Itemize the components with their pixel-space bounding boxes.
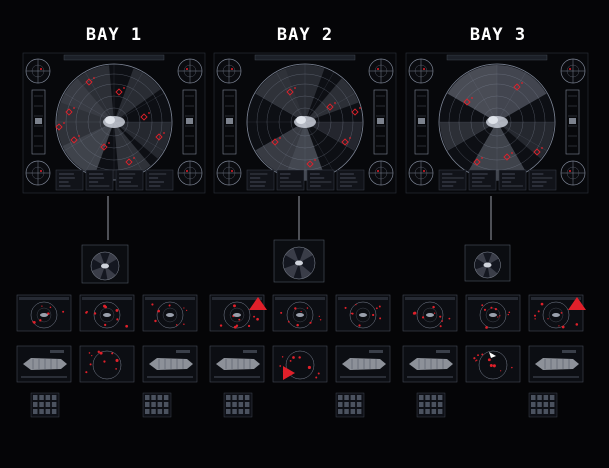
bay-2-crosshair-dial-icon[interactable] bbox=[368, 160, 394, 186]
bay-2-status-panel-3[interactable] bbox=[335, 345, 391, 383]
bay-1-dashboard bbox=[22, 52, 206, 240]
bay-1-diamond-marker-icon[interactable] bbox=[155, 132, 165, 141]
bay-1-diamond-marker-icon[interactable] bbox=[115, 87, 125, 96]
bay-2-dashboard bbox=[213, 52, 397, 240]
bay-1-sensor-panel-2[interactable] bbox=[79, 294, 135, 332]
bay-1-crosshair-dial-icon[interactable] bbox=[177, 58, 203, 84]
bay-1-radar-scope-icon[interactable] bbox=[55, 63, 173, 181]
bay-3-info-panels bbox=[438, 169, 557, 191]
bay-3-title: BAY 3 bbox=[469, 25, 527, 45]
bay-3-crosshair-dial-icon[interactable] bbox=[408, 160, 434, 186]
bay-1-crosshair-dial-icon[interactable] bbox=[25, 58, 51, 84]
bay-1-title: BAY 1 bbox=[85, 25, 143, 45]
bay-2-keypad-left[interactable] bbox=[223, 392, 253, 418]
bay-1-sensor-panel-1[interactable] bbox=[16, 294, 72, 332]
bay-2-diamond-marker-icon[interactable] bbox=[286, 87, 296, 96]
bay-2-radar-scope-icon[interactable] bbox=[246, 63, 364, 181]
bay-1-keypad-left[interactable] bbox=[30, 392, 60, 418]
bay-2-info-panels bbox=[246, 169, 365, 191]
bay-2-title: BAY 2 bbox=[276, 25, 334, 45]
bay-3-diamond-marker-icon[interactable] bbox=[513, 82, 523, 91]
bay-2-diamond-marker-icon[interactable] bbox=[306, 159, 316, 168]
bay-3-dashboard bbox=[405, 52, 589, 240]
bay-2-diamond-marker-icon[interactable] bbox=[326, 102, 336, 111]
bay-2-sensor-panel-1[interactable] bbox=[209, 294, 267, 332]
bay-3-diamond-marker-icon[interactable] bbox=[463, 97, 473, 106]
bay-2-crosshair-dial-icon[interactable] bbox=[216, 160, 242, 186]
bay-3-sensor-panel-3[interactable] bbox=[528, 294, 586, 332]
bay-1-right-gauge bbox=[182, 89, 197, 155]
bay-2-status-panel-2[interactable] bbox=[272, 345, 328, 383]
bay-1-diamond-marker-icon[interactable] bbox=[70, 135, 80, 144]
bay-2-diamond-marker-icon[interactable] bbox=[271, 137, 281, 146]
bay-3-crosshair-dial-icon[interactable] bbox=[408, 58, 434, 84]
bay-3-keypad-right[interactable] bbox=[528, 392, 558, 418]
bay-3-status-panel-2[interactable] bbox=[465, 345, 521, 383]
bay-2-diamond-marker-icon[interactable] bbox=[351, 107, 361, 116]
bay-3-sensor-panel-2[interactable] bbox=[465, 294, 521, 332]
bay-3-left-gauge bbox=[414, 89, 429, 155]
bay-2-thumbnail[interactable] bbox=[273, 239, 325, 283]
bay-1-left-gauge bbox=[31, 89, 46, 155]
bay-3-status-panel-3[interactable] bbox=[528, 345, 584, 383]
bay-1-sensor-panel-3[interactable] bbox=[142, 294, 198, 332]
bay-2-crosshair-dial-icon[interactable] bbox=[216, 58, 242, 84]
bay-1-diamond-marker-icon[interactable] bbox=[125, 157, 135, 166]
bay-1-thumbnail[interactable] bbox=[81, 244, 129, 284]
bay-2-sensor-panel-1-alert-triangle-icon[interactable] bbox=[249, 297, 267, 310]
bay-1-crosshair-dial-icon[interactable] bbox=[25, 160, 51, 186]
bay-2-status-panel-2-alert-triangle-icon[interactable] bbox=[283, 366, 295, 380]
bay-2-header-strip bbox=[254, 54, 356, 61]
bay-3-thumbnail[interactable] bbox=[464, 244, 511, 282]
bay-2-crosshair-dial-icon[interactable] bbox=[368, 58, 394, 84]
bay-1-status-panel-1[interactable] bbox=[16, 345, 72, 383]
bay-1-diamond-marker-icon[interactable] bbox=[85, 77, 95, 86]
bay-2-left-gauge bbox=[222, 89, 237, 155]
bay-3-crosshair-dial-icon[interactable] bbox=[560, 58, 586, 84]
bay-1-info-panels bbox=[55, 169, 174, 191]
bay-3-diamond-marker-icon[interactable] bbox=[473, 157, 483, 166]
bay-2-status-panel-1[interactable] bbox=[209, 345, 265, 383]
bay-3-right-gauge bbox=[565, 89, 580, 155]
bay-1-diamond-marker-icon[interactable] bbox=[100, 142, 110, 151]
bay-3-pointer-cursor-icon[interactable] bbox=[489, 352, 496, 358]
bay-1-keypad-right[interactable] bbox=[142, 392, 172, 418]
bay-2-diamond-marker-icon[interactable] bbox=[341, 137, 351, 146]
bay-2-keypad-right[interactable] bbox=[335, 392, 365, 418]
bay-1-status-panel-2[interactable] bbox=[79, 345, 135, 383]
bay-3-header-strip bbox=[446, 54, 548, 61]
bay-1-diamond-marker-icon[interactable] bbox=[55, 122, 65, 131]
bay-2-right-gauge bbox=[373, 89, 388, 155]
bay-3-sensor-panel-3-alert-triangle-icon[interactable] bbox=[568, 297, 586, 310]
bay-1-status-panel-3[interactable] bbox=[142, 345, 198, 383]
bay-2-sensor-panel-2[interactable] bbox=[272, 294, 328, 332]
bay-1-header-strip bbox=[63, 54, 165, 61]
bay-2-sensor-panel-3[interactable] bbox=[335, 294, 391, 332]
bay-1-crosshair-dial-icon[interactable] bbox=[177, 160, 203, 186]
bay-1-diamond-marker-icon[interactable] bbox=[65, 107, 75, 116]
bay-3-diamond-marker-icon[interactable] bbox=[503, 152, 513, 161]
bay-3-keypad-left[interactable] bbox=[416, 392, 446, 418]
bay-3-status-panel-1[interactable] bbox=[402, 345, 458, 383]
bay-3-diamond-marker-icon[interactable] bbox=[533, 147, 543, 156]
bay-1-diamond-marker-icon[interactable] bbox=[140, 112, 150, 121]
bay-3-radar-scope-icon[interactable] bbox=[438, 63, 556, 181]
bay-3-crosshair-dial-icon[interactable] bbox=[560, 160, 586, 186]
bay-3-sensor-panel-1[interactable] bbox=[402, 294, 458, 332]
